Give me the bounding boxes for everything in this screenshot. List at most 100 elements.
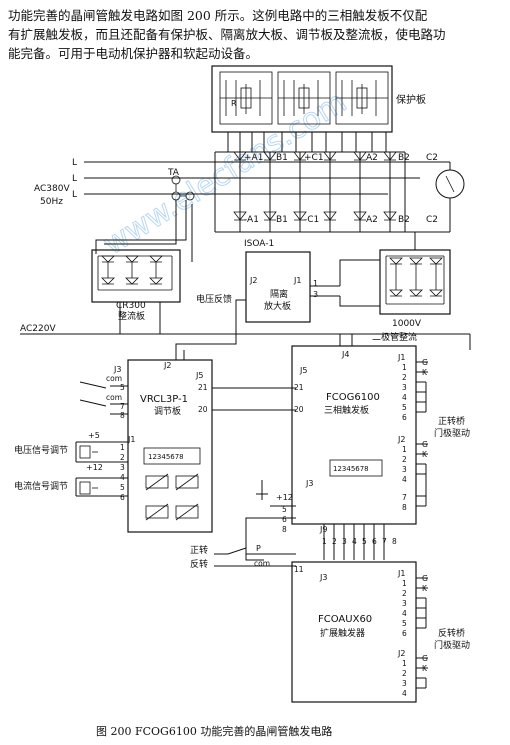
vrcl-connector-j1: J1 xyxy=(127,435,135,444)
isoa-pin-1: 1 xyxy=(313,279,318,288)
watermark: www.elecfans.com xyxy=(97,84,352,262)
reverse-label: 反转 xyxy=(190,558,208,570)
thyristor-a1-minus: -A1 xyxy=(244,215,259,225)
vrcl-pin-7: 7 xyxy=(120,402,125,411)
supply-voltage: AC380V xyxy=(34,184,70,194)
fcog-subtitle: 三相触发板 xyxy=(324,404,369,416)
vrcl-pin-5: 5 xyxy=(120,383,125,392)
vrcl-pin-5b: 5 xyxy=(120,483,125,492)
vrcl-pin-2: 2 xyxy=(120,453,125,462)
thyristor-a1-plus: +A1 xyxy=(244,153,263,163)
aux-subtitle: 扩展触发器 xyxy=(320,627,365,639)
fcog-pin-8: 8 xyxy=(282,525,287,534)
j2-pin-1: 1 xyxy=(402,445,407,454)
thyristor-b1: B1 xyxy=(276,153,288,163)
aux-j2-pin-4: 4 xyxy=(402,689,407,698)
j2-pin-4: 4 xyxy=(402,475,407,484)
j1-pin-2: 2 xyxy=(402,373,407,382)
vrcl-subtitle: 调节板 xyxy=(154,405,181,417)
j2-pin-8: 8 xyxy=(402,503,407,512)
plus12-label-right: +12 xyxy=(276,493,293,502)
vrcl-com-2: com xyxy=(106,393,122,402)
signal-potentiometer-icons xyxy=(79,445,98,495)
aux-j1-pin-5: 5 xyxy=(402,619,407,628)
j9-pin-6: 6 xyxy=(372,537,377,546)
protection-board-label: 保护板 xyxy=(396,93,426,106)
vrcl-pin-8: 8 xyxy=(120,411,125,420)
isoa-pin-3: 3 xyxy=(313,290,318,299)
fcog6100-trigger-board: J4 J5 J1 J2 J3 21 20 FCOG6100 三相触发板 1234… xyxy=(245,345,470,561)
fcoaux60-expansion-board: J3 J1 J2 FCOAUX60 扩展触发器 11 G K G K 1 2 3… xyxy=(291,561,470,703)
switch-com-label: com xyxy=(254,559,270,568)
vrcl-potentiometers xyxy=(145,473,199,521)
vrcl-pin-1: 1 xyxy=(120,443,125,452)
phase-l2: L xyxy=(72,174,77,184)
j1-pin-1: 1 xyxy=(402,363,407,372)
plus5-label: +5 xyxy=(88,431,100,440)
forward-bridge-label-1: 正转桥 xyxy=(438,415,465,427)
j9-pin-4: 4 xyxy=(352,537,357,546)
rectifier-label: 二极管整流 xyxy=(372,331,417,343)
aux-connector-j1: J1 xyxy=(397,569,405,578)
isoa-connector-j1: J1 xyxy=(293,276,301,285)
j9-pin-3: 3 xyxy=(342,537,347,546)
cr300-board: CR300 整流板 xyxy=(91,249,181,322)
fcog-connector-j3: J3 xyxy=(305,479,313,488)
isolation-amp-label-2: 放大板 xyxy=(264,300,291,312)
fcog-pin-5: 5 xyxy=(282,505,287,514)
fcog-connector-j1: J1 xyxy=(397,353,405,362)
aux-j2-pin-2: 2 xyxy=(402,669,407,678)
current-transformer-label: TA xyxy=(167,168,180,178)
supply-frequency: 50Hz xyxy=(40,197,63,207)
aux-connector-j2: J2 xyxy=(397,649,405,658)
vrcl-name: VRCL3P-1 xyxy=(140,394,188,405)
vrcl-pin-3: 3 xyxy=(120,463,125,472)
plus12-label-left: +12 xyxy=(86,463,103,472)
protection-board: R 保护板 xyxy=(211,65,426,153)
forward-bridge-label-2: 门极驱动 xyxy=(434,427,470,439)
vrcl-connector-j3: J3 xyxy=(113,365,121,374)
description-line-3: 能完备。可用于电动机保护器和软起动设备。 xyxy=(8,46,259,61)
rectifier-voltage: 1000V xyxy=(392,319,422,329)
j2-pin-3: 3 xyxy=(402,465,407,474)
supply-input: L L L AC380V 50Hz TA xyxy=(34,158,195,262)
j9-pin-7: 7 xyxy=(382,537,387,546)
j2-pin-7: 7 xyxy=(402,493,407,502)
j1-pin-4: 4 xyxy=(402,393,407,402)
vrcl3p-adjustment-board: J3 J2 J5 J1 VRCL3P-1 调节板 12345678 com 5 … xyxy=(14,330,296,533)
aux-j1-pin-4: 4 xyxy=(402,609,407,618)
resistor-r-label: R xyxy=(231,99,237,108)
ac220-label: AC220V xyxy=(20,324,56,334)
direction-switch: 正转 反转 P com xyxy=(190,544,296,570)
isolation-amplifier-board: ISOA-1 J2 J1 隔离 放大板 1 3 电压反馈 xyxy=(196,239,340,330)
j9-pin-5: 5 xyxy=(362,537,367,546)
reverse-bridge-label-1: 反转桥 xyxy=(438,627,465,639)
dc-motor-icon xyxy=(435,169,465,199)
aux-j1-pin-2: 2 xyxy=(402,589,407,598)
cr300-name: CR300 xyxy=(116,301,146,311)
j1-pin-6: 6 xyxy=(402,413,407,422)
j9-pin-8: 8 xyxy=(392,537,397,546)
switch-p-label: P xyxy=(256,544,261,553)
isolation-amp-label-1: 隔离 xyxy=(270,288,288,300)
fcog-name: FCOG6100 xyxy=(326,392,380,403)
vrcl-com-1: com xyxy=(106,374,122,383)
figure-caption: 图 200 FCOG6100 功能完善的晶闸管触发电路 xyxy=(96,725,333,738)
aux-j1-pin-1: 1 xyxy=(402,579,407,588)
phase-l1: L xyxy=(72,158,77,168)
voltage-signal-adjust-label: 电压信号调节 xyxy=(14,444,68,456)
j9-connector: J9 xyxy=(319,525,327,534)
fcog-connector-j5: J5 xyxy=(299,366,307,375)
current-signal-adjust-label: 电流信号调节 xyxy=(14,480,68,492)
thyristor-c1-minus: -C1 xyxy=(304,215,319,225)
description-line-2: 有扩展触发板，而且还配备有保护板、隔离放大板、调节板及整流板，使电路功 xyxy=(8,27,446,42)
thyristor-b2-plus: B2 xyxy=(398,215,410,225)
aux-name: FCOAUX60 xyxy=(318,614,372,625)
vrcl-pin-6: 6 xyxy=(120,493,125,502)
aux-j2-pin-1: 1 xyxy=(402,659,407,668)
thyristor-c2-plus: C2 xyxy=(426,215,438,225)
isoa-connector-j2: J2 xyxy=(249,276,257,285)
thyristor-c1-plus: +C1 xyxy=(304,153,324,163)
ac220-bus: AC220V xyxy=(20,302,471,350)
